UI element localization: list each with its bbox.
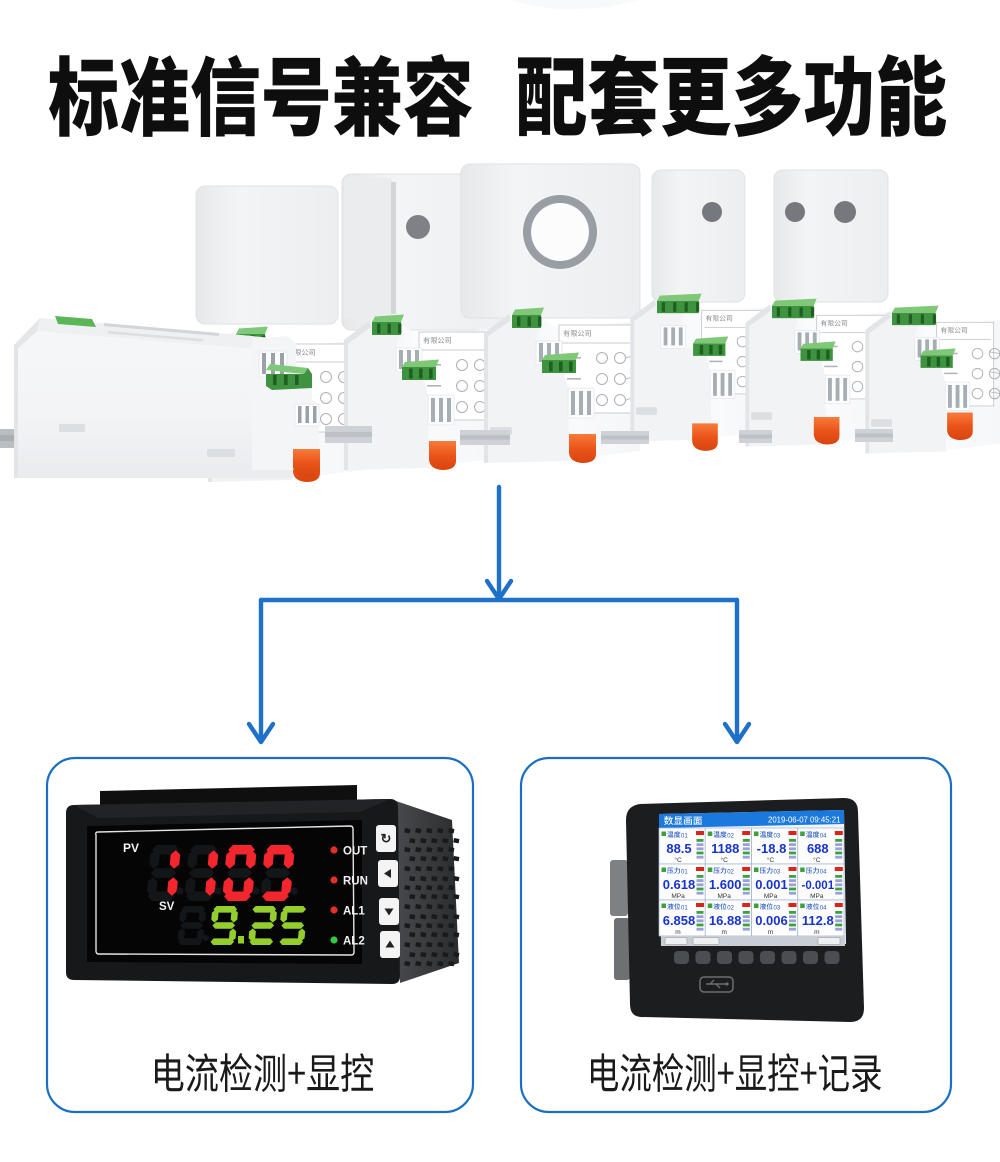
svg-text:03: 03	[774, 870, 781, 876]
svg-text:°C: °C	[813, 856, 821, 864]
svg-text:0.001: 0.001	[755, 877, 788, 892]
svg-text:1188: 1188	[711, 841, 739, 856]
svg-text:88.5: 88.5	[666, 841, 691, 856]
svg-text:03: 03	[774, 834, 781, 840]
svg-text:01: 01	[681, 906, 688, 912]
svg-text:688: 688	[807, 841, 829, 856]
svg-text:02: 02	[727, 834, 734, 840]
svg-text:-0.001: -0.001	[801, 880, 834, 892]
svg-text:2019-06-07 09:45:21: 2019-06-07 09:45:21	[768, 816, 840, 825]
svg-text:°C: °C	[674, 856, 682, 864]
svg-text:6.858: 6.858	[663, 913, 696, 928]
svg-text:m: m	[721, 929, 726, 936]
svg-text:04: 04	[820, 906, 827, 912]
svg-text:04: 04	[820, 834, 827, 840]
svg-text:PV: PV	[123, 841, 139, 855]
svg-text:MPa: MPa	[764, 893, 778, 900]
svg-text:MPa: MPa	[671, 893, 685, 900]
svg-text:m: m	[768, 929, 773, 936]
svg-text:01: 01	[681, 834, 688, 840]
svg-text:112.8: 112.8	[802, 913, 834, 928]
svg-text:°C: °C	[721, 856, 729, 864]
svg-text:04: 04	[820, 870, 827, 876]
svg-text:01: 01	[681, 870, 688, 876]
svg-text:↻: ↻	[381, 831, 392, 846]
svg-text:0.618: 0.618	[663, 877, 696, 892]
svg-text:03: 03	[774, 906, 781, 912]
svg-text:RUN: RUN	[343, 876, 368, 888]
svg-text:0.006: 0.006	[755, 913, 788, 928]
svg-text:1.600: 1.600	[709, 877, 742, 892]
svg-text:-18.8: -18.8	[757, 841, 787, 856]
svg-text:m: m	[675, 929, 680, 936]
svg-text:MPa: MPa	[718, 893, 732, 900]
svg-text:02: 02	[727, 906, 734, 912]
svg-text:°C: °C	[767, 856, 775, 864]
svg-text:OUT: OUT	[343, 846, 367, 858]
svg-text:SV: SV	[159, 901, 175, 913]
svg-text:m: m	[814, 929, 819, 936]
svg-text:02: 02	[727, 870, 734, 876]
svg-text:16.88: 16.88	[709, 913, 742, 928]
svg-text:MPa: MPa	[810, 893, 824, 900]
svg-text:AL2: AL2	[343, 936, 365, 948]
svg-text:AL1: AL1	[343, 906, 365, 918]
